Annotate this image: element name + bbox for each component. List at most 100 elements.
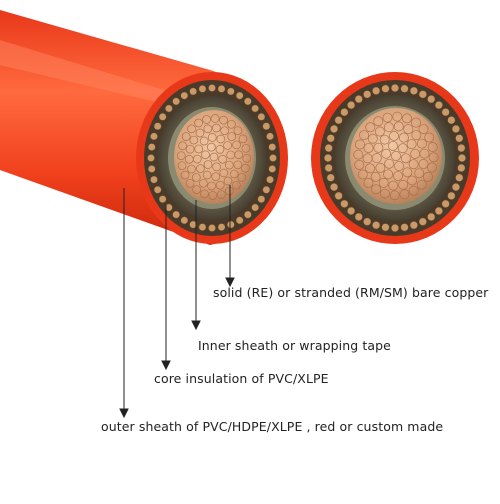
copper-strand — [381, 148, 392, 159]
copper-strand — [185, 178, 195, 188]
copper-strand — [234, 150, 244, 160]
copper-strand — [363, 177, 374, 188]
armour-wire — [257, 195, 266, 203]
armour-wire — [227, 87, 235, 96]
armour-wire — [257, 113, 266, 121]
copper-strand — [357, 169, 368, 180]
copper-strand — [209, 152, 219, 162]
armour-wire — [266, 175, 274, 184]
copper-strand — [378, 177, 389, 188]
copper-strand — [399, 189, 410, 200]
copper-strand — [232, 140, 241, 150]
copper-strand — [181, 132, 191, 141]
copper-strand — [427, 142, 438, 153]
copper-strand — [237, 173, 247, 182]
copper-strand — [217, 190, 226, 199]
copper-strand — [389, 190, 400, 201]
armour-wire — [244, 97, 252, 106]
armour-wire — [330, 124, 339, 133]
armour-wire — [400, 84, 409, 93]
armour-wire — [180, 216, 189, 225]
armour-wire — [434, 206, 443, 215]
label-outer-sheath: outer sheath of PVC/HDPE/XLPE , red or c… — [101, 419, 444, 434]
armour-wire — [334, 116, 343, 125]
copper-strand — [359, 130, 369, 141]
copper-strand — [406, 139, 417, 150]
armour-wire — [447, 116, 456, 125]
armour-wire — [235, 216, 244, 225]
copper-strand — [363, 143, 374, 153]
copper-strand — [180, 170, 190, 180]
copper-strand — [218, 154, 227, 164]
label-core-insulation: core insulation of PVC/XLPE — [154, 371, 329, 386]
copper-strand — [370, 171, 381, 182]
copper-strand — [373, 142, 384, 153]
copper-strand — [203, 160, 213, 169]
copper-strand — [215, 145, 225, 154]
copper-strand — [194, 144, 204, 154]
copper-strand — [383, 169, 394, 180]
copper-strand — [408, 185, 419, 196]
armour-wire — [340, 108, 349, 117]
copper-strand — [195, 128, 205, 138]
copper-strand — [208, 191, 218, 200]
left-cross-section — [136, 72, 288, 244]
copper-strand — [185, 144, 195, 154]
left-armour-wires — [147, 84, 277, 232]
copper-strand — [427, 162, 438, 173]
armour-wire — [326, 134, 335, 143]
armour-wire — [324, 163, 333, 173]
armour-wire — [235, 91, 244, 100]
armour-wire — [150, 175, 158, 184]
copper-strand — [353, 149, 364, 160]
copper-strand — [207, 181, 216, 191]
copper-strand — [210, 114, 220, 123]
copper-strand — [220, 126, 230, 136]
armour-wire — [266, 132, 274, 141]
copper-strand — [224, 160, 234, 170]
copper-strand — [176, 151, 186, 161]
copper-strand — [383, 122, 394, 133]
armour-wire — [354, 95, 363, 104]
copper-strand — [215, 180, 225, 190]
armour-wire — [409, 86, 418, 95]
copper-strand — [354, 139, 365, 150]
copper-strand — [189, 135, 199, 145]
armour-wire — [268, 143, 277, 151]
armour-wire — [372, 221, 381, 230]
armour-wire — [165, 104, 173, 113]
copper-strand — [216, 134, 226, 144]
armour-wire — [150, 132, 158, 141]
armour-wire — [400, 223, 409, 232]
copper-strand — [403, 124, 414, 135]
armour-wire — [147, 143, 156, 151]
copper-strand — [402, 113, 412, 124]
copper-strand — [191, 173, 201, 182]
copper-strand — [402, 167, 413, 178]
copper-strand — [419, 148, 430, 159]
copper-strand — [411, 130, 422, 141]
copper-strand — [362, 153, 373, 164]
copper-strand — [212, 123, 221, 133]
copper-strand — [219, 168, 229, 178]
armour-wire — [372, 86, 381, 95]
copper-strand — [423, 171, 433, 182]
label-conductor: solid (RE) or stranded (RM/SM) bare copp… — [213, 285, 489, 300]
label-inner-sheath: Inner sheath or wrapping tape — [198, 338, 391, 353]
armour-wire — [418, 217, 427, 226]
copper-strand — [393, 121, 404, 132]
copper-strand — [374, 126, 385, 137]
copper-strand — [187, 124, 196, 134]
copper-strand — [202, 170, 212, 180]
armour-wire — [390, 223, 400, 233]
armour-wire — [251, 203, 259, 212]
armour-wire — [324, 143, 333, 153]
copper-strand — [392, 111, 403, 122]
copper-strand — [211, 172, 221, 181]
copper-strand — [373, 116, 384, 127]
armour-wire — [390, 83, 400, 93]
copper-strand — [365, 122, 376, 133]
copper-strand — [199, 136, 209, 146]
armour-wire — [262, 122, 271, 131]
